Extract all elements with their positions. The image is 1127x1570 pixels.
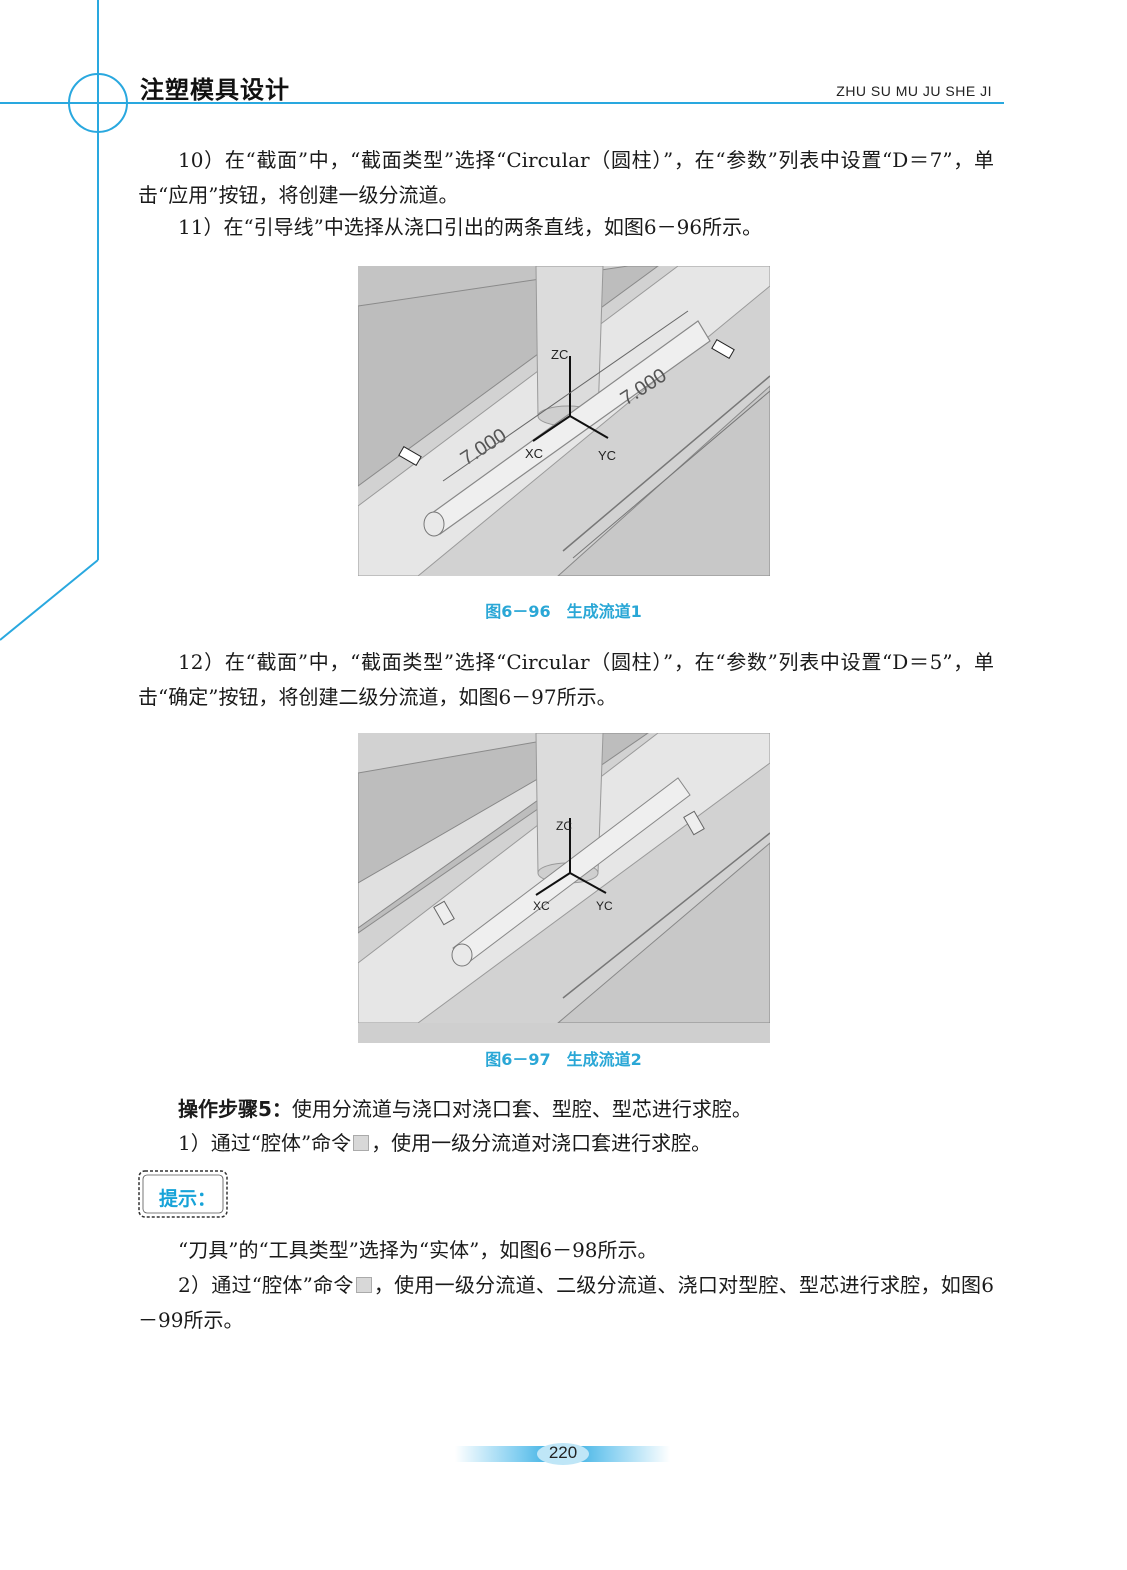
paragraph-step-11: 11）在“引导线”中选择从浇口引出的两条直线，如图6－96所示。	[178, 215, 763, 239]
paragraph-step-10: 10）在“截面”中，“截面类型”选择“Circular（圆柱）”，在“参数”列表…	[138, 148, 994, 207]
step-5-text: 使用分流道与浇口对浇口套、型腔、型芯进行求腔。	[291, 1097, 752, 1121]
page-number-ornament	[455, 1443, 670, 1465]
figure-6-97-image: ZC XC YC	[358, 733, 770, 1043]
figure-title: 生成流道2	[566, 1050, 642, 1069]
axis-yc-label: YC	[598, 448, 616, 463]
axis-zc-label: ZC	[551, 347, 568, 362]
axis-yc-label: YC	[596, 899, 613, 913]
cavity-command-icon	[355, 1276, 372, 1293]
axis-xc-label: XC	[525, 446, 543, 461]
cavity-command-icon	[353, 1134, 370, 1151]
paragraph-cavity-step-2: 2）通过“腔体”命令，使用一级分流道、二级分流道、浇口对型腔、型芯进行求腔，如图…	[138, 1268, 994, 1338]
operation-step-5: 操作步骤5：使用分流道与浇口对浇口套、型腔、型芯进行求腔。	[138, 1092, 994, 1127]
cavity-step-1-text-b: ，使用一级分流道对浇口套进行求腔。	[371, 1131, 712, 1155]
paragraph-step-12: 12）在“截面”中，“截面类型”选择“Circular（圆柱）”，在“参数”列表…	[138, 650, 994, 709]
figure-number: 图6－97	[485, 1050, 551, 1069]
cavity-step-2-text-b: ，使用一级分流道、二级分流道、浇口对型腔、型芯进行求腔，如图6－99所示。	[138, 1273, 994, 1332]
cavity-step-2-text-a: 2）通过“腔体”命令	[178, 1273, 354, 1297]
step-5-label: 操作步骤5：	[178, 1097, 292, 1121]
figure-6-96-caption: 图6－96 生成流道1	[0, 598, 1127, 622]
tip-frame-ornament	[138, 1170, 228, 1218]
book-title: 注塑模具设计	[140, 76, 290, 104]
tip-text: “刀具”的“工具类型”选择为“实体”，如图6－98所示。	[178, 1238, 658, 1262]
paragraph-cavity-step-1: 1）通过“腔体”命令 ，使用一级分流道对浇口套进行求腔。	[138, 1126, 994, 1161]
figure-6-97-caption: 图6－97 生成流道2	[0, 1046, 1127, 1070]
figure-6-96-image: ZC XC YC 7.000 7.000	[358, 266, 770, 576]
book-title-pinyin: ZHU SU MU JU SHE JI	[836, 83, 992, 99]
figure-title: 生成流道1	[566, 602, 642, 621]
figure-number: 图6－96	[485, 602, 551, 621]
tip-label: 提示：	[159, 1188, 217, 1210]
axis-xc-label: XC	[533, 899, 550, 913]
axis-zc-label: ZC	[556, 819, 572, 833]
page-number: 220	[548, 1443, 578, 1462]
cavity-step-1-text-a: 1）通过“腔体”命令	[178, 1131, 352, 1155]
